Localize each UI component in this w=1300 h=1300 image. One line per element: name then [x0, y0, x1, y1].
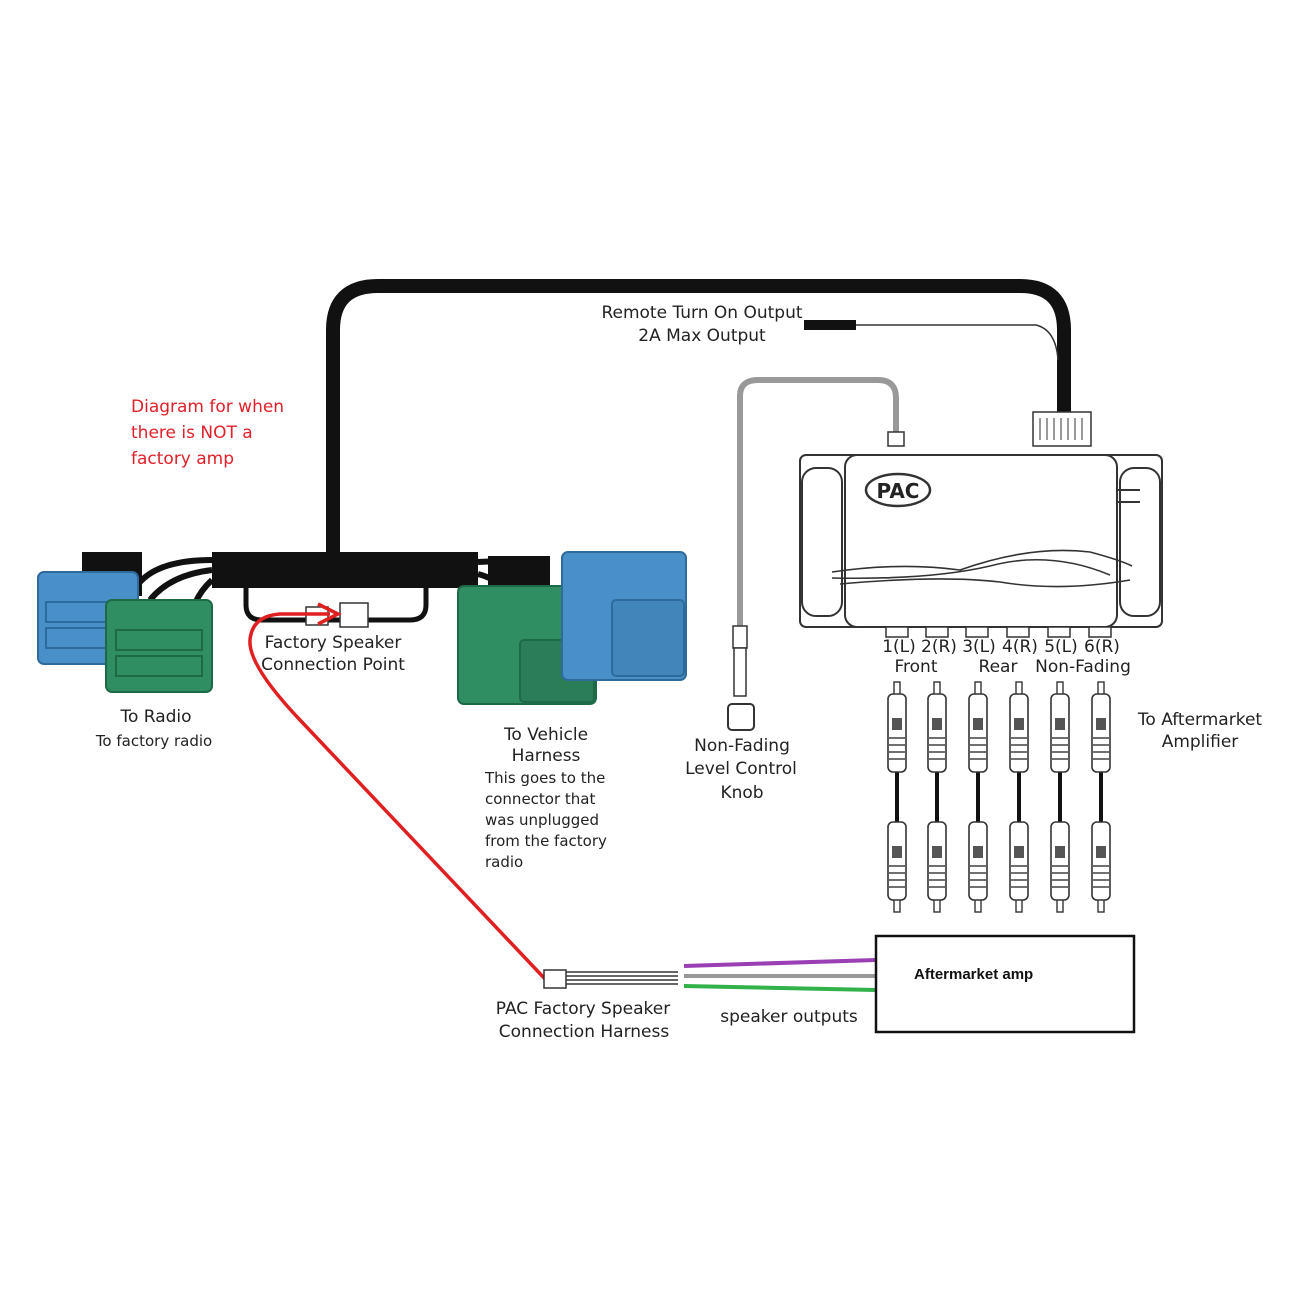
main-harness-cable: [326, 279, 1071, 560]
svg-text:5(L): 5(L): [1044, 637, 1078, 657]
remote-wire-end: [804, 320, 856, 330]
svg-text:Diagram for when: Diagram for when: [131, 397, 284, 417]
radio-title: To Radio: [119, 707, 191, 727]
svg-text:Knob: Knob: [720, 783, 763, 803]
svg-text:This goes to the: This goes to the: [484, 769, 605, 787]
svg-text:Non-Fading: Non-Fading: [694, 736, 790, 756]
module-plug-pins: [1039, 418, 1083, 440]
red-arrow-head: [317, 602, 342, 626]
svg-text:was unplugged: was unplugged: [485, 811, 599, 829]
aftermarket-amp-box: [874, 934, 1136, 1034]
pac-harness-plug: [543, 969, 567, 989]
channel-group-labels: Front Rear Non-Fading: [895, 657, 1131, 677]
pac-harness-label-2: Connection Harness: [499, 1022, 670, 1042]
vehicle-blue-face: [611, 599, 685, 677]
rca-cables: [887, 681, 1111, 913]
harness-bar: [212, 552, 478, 588]
rca-plug: [1050, 821, 1070, 913]
svg-text:Level Control: Level Control: [685, 759, 797, 779]
knob-cable-plug: [887, 431, 905, 447]
rca-plug: [927, 681, 947, 773]
module-rca-ports: [885, 626, 1112, 638]
pac-module-tab-left: [801, 467, 843, 617]
remote-wire: [856, 324, 1059, 361]
vehicle-title-2: Harness: [512, 746, 581, 766]
svg-text:Rear: Rear: [979, 657, 1018, 677]
svg-text:from the factory: from the factory: [485, 832, 607, 850]
factory-speaker-loop: [243, 588, 429, 623]
rca-plug: [1009, 681, 1029, 773]
svg-text:there is NOT a: there is NOT a: [131, 423, 253, 443]
rca-plug: [927, 821, 947, 913]
channel-labels: 1(L) 2(R) 3(L) 4(R) 5(L) 6(R): [882, 637, 1120, 657]
aftermarket-label: To Aftermarket: [1137, 710, 1262, 730]
note-text: Diagram for when there is NOT a factory …: [131, 397, 284, 469]
svg-text:1(L): 1(L): [882, 637, 916, 657]
factory-speaker-plug-b: [339, 602, 369, 628]
module-plug: [1032, 411, 1092, 447]
knob-connector: [732, 625, 748, 649]
speaker-wire-green: [683, 984, 877, 992]
svg-text:Non-Fading: Non-Fading: [1035, 657, 1131, 677]
rca-plug: [887, 821, 907, 913]
rca-plug: [1091, 821, 1111, 913]
radio-subtitle: To factory radio: [95, 732, 212, 750]
svg-text:connector that: connector that: [485, 790, 595, 808]
rca-plug: [887, 681, 907, 773]
radio-green-connector: [105, 599, 213, 693]
rca-plug: [1091, 681, 1111, 773]
pac-wave-decoration: [831, 549, 1133, 588]
pac-logo-badge: [864, 472, 932, 508]
speaker-wire-purple: [683, 958, 877, 968]
rca-plug: [1009, 821, 1029, 913]
svg-text:Front: Front: [895, 657, 938, 677]
rca-plug: [968, 821, 988, 913]
rca-plug: [968, 681, 988, 773]
pac-module-tab-right: [1119, 467, 1161, 617]
red-speaker-wire: [248, 612, 548, 982]
vehicle-description: This goes to the connector that was unpl…: [484, 769, 607, 871]
amp-title: Aftermarket amp: [914, 966, 1033, 983]
svg-text:2(R): 2(R): [921, 637, 957, 657]
knob-cable: [737, 377, 899, 630]
radio-green-pins: [115, 629, 203, 677]
rca-plug: [1050, 681, 1070, 773]
vehicle-black-connector: [488, 556, 550, 588]
remote-output-label: Remote Turn On Output: [601, 303, 802, 323]
speaker-outputs-label: speaker outputs: [720, 1007, 858, 1027]
remote-max-label: 2A Max Output: [638, 326, 766, 346]
pac-harness-wires: [566, 971, 678, 985]
svg-text:4(R): 4(R): [1002, 637, 1038, 657]
svg-text:6(R): 6(R): [1084, 637, 1120, 657]
svg-text:factory amp: factory amp: [131, 449, 234, 469]
factory-speaker-label: Factory Speaker: [265, 633, 402, 653]
pac-harness-label: PAC Factory Speaker: [496, 999, 670, 1019]
svg-text:radio: radio: [485, 853, 523, 871]
factory-speaker-label-2: Connection Point: [261, 655, 405, 675]
vehicle-title: To Vehicle: [503, 725, 588, 745]
knob-label: Non-Fading Level Control Knob: [685, 736, 797, 803]
aftermarket-label-2: Amplifier: [1162, 732, 1239, 752]
pac-logo: PAC: [877, 479, 920, 503]
knob-shaft: [733, 647, 747, 697]
knob: [727, 703, 755, 731]
svg-text:3(L): 3(L): [962, 637, 996, 657]
